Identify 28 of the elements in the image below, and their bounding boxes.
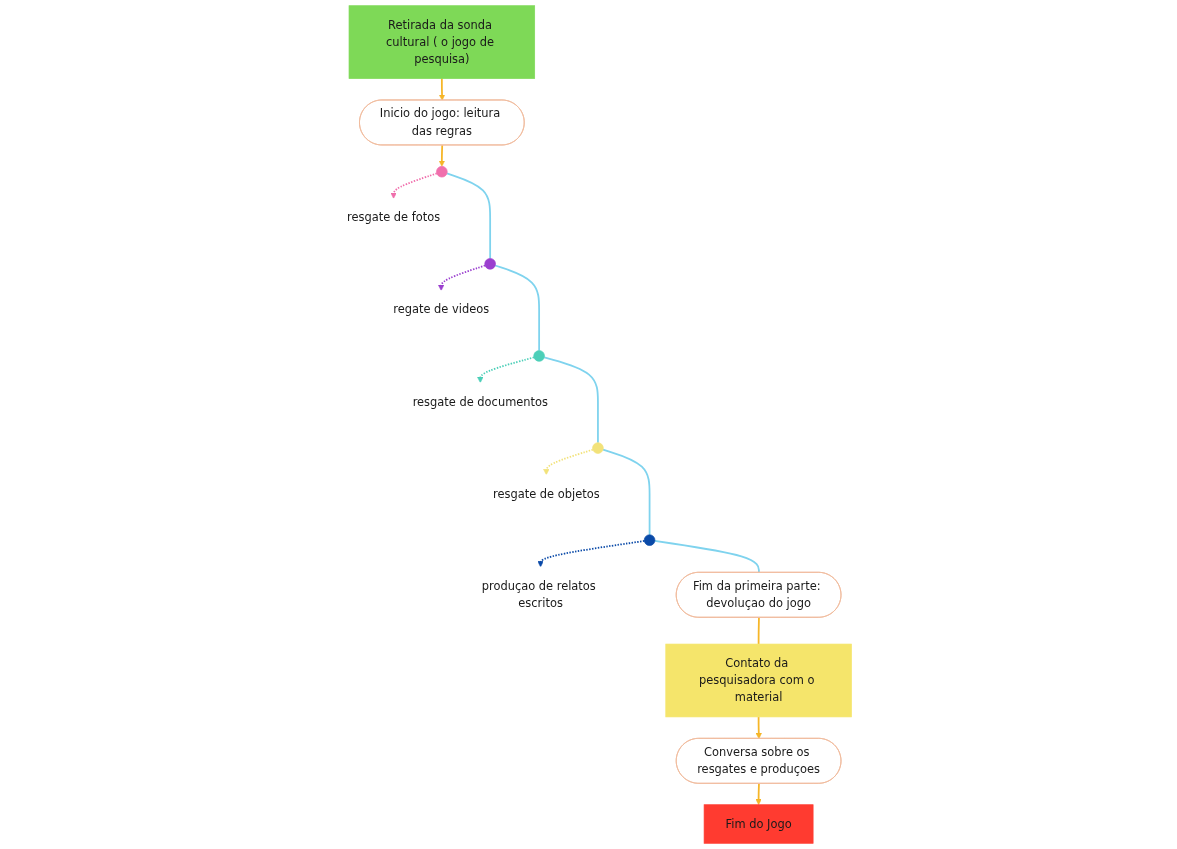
node-text: regate de videos: [393, 302, 490, 317]
arrow: [438, 77, 446, 101]
arrow: [390, 172, 438, 199]
node-box: Retirada da sonda cultural ( o jogo de pesquisa): [348, 5, 536, 79]
node-circle: [643, 534, 656, 546]
node-circle: [436, 166, 448, 178]
arrow: [477, 356, 535, 383]
node-box: Fim do Jogo: [703, 804, 814, 844]
connector: [654, 540, 760, 574]
arrow: [543, 448, 594, 476]
node-text: resgate de documentos: [412, 394, 548, 409]
arrow: [537, 540, 646, 568]
node-circle: [592, 442, 604, 454]
node-box: Contato da pesquisadora com o material: [665, 643, 852, 718]
arrow: [755, 716, 762, 739]
arrow: [438, 144, 445, 167]
connector: [602, 448, 651, 536]
connector: [494, 264, 540, 352]
connector: [543, 356, 599, 444]
node-circle: [533, 350, 545, 362]
arrow: [755, 782, 762, 805]
node-circle: [484, 258, 496, 270]
node-text: resgate de objetos: [493, 486, 600, 501]
node-text: produçao de relatos escritos: [481, 579, 596, 610]
connector: [757, 616, 760, 645]
arrow: [438, 264, 486, 291]
connector: [446, 172, 492, 260]
node-text: resgate de fotos: [346, 210, 441, 225]
